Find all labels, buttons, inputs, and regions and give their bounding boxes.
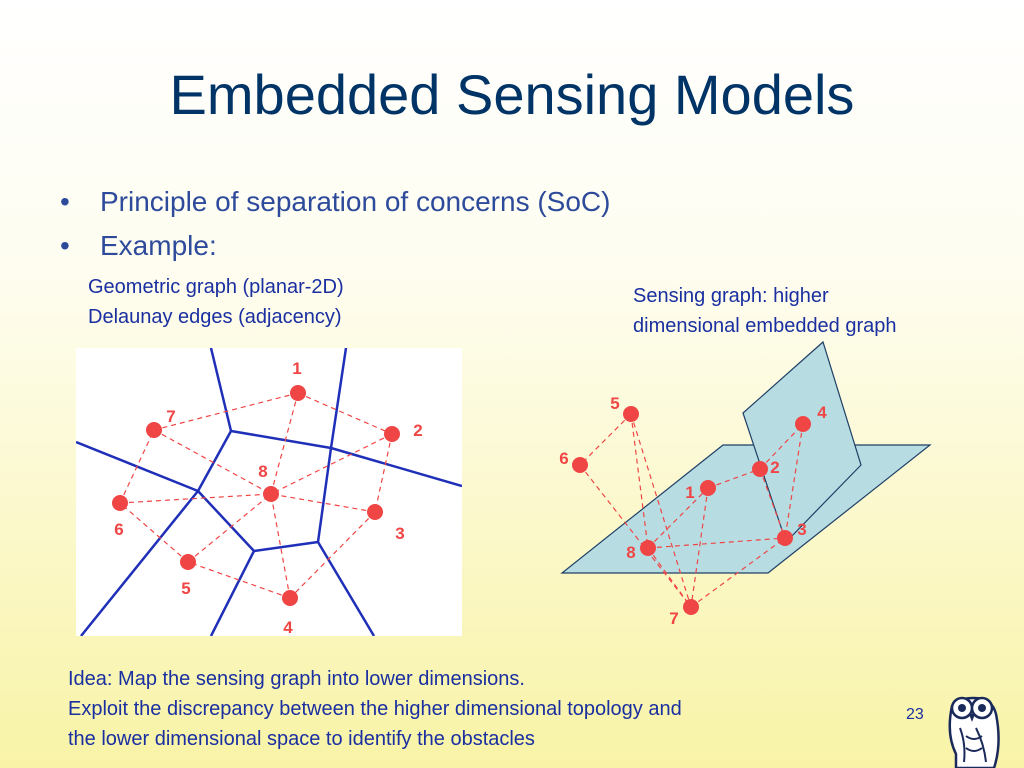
node-label: 2: [413, 421, 422, 440]
voronoi-edge: [253, 540, 319, 553]
voronoi-edge: [316, 541, 376, 636]
delaunay-edges: [119, 392, 393, 599]
caption-line: Geometric graph (planar-2D): [88, 276, 344, 298]
geometric-nodes: [112, 385, 400, 606]
node-label: 5: [181, 579, 190, 598]
delaunay-edge: [270, 433, 393, 495]
page-number: 23: [906, 706, 924, 723]
node-label: 7: [669, 609, 678, 628]
owl-feathers: [959, 727, 987, 763]
owl-pupil-right: [978, 704, 986, 712]
voronoi-edge: [230, 429, 332, 450]
owl-pupil-left: [958, 704, 966, 712]
voronoi-edge: [209, 550, 256, 636]
sensing-graph-diagram: 1 2 3 4 5 6 7 8: [559, 340, 932, 628]
delaunay-edge: [187, 561, 291, 599]
node-label: 5: [610, 394, 619, 413]
graph-node: [683, 599, 699, 615]
sensing-edge: [630, 413, 649, 549]
slide-title: Embedded Sensing Models: [169, 63, 855, 126]
sensing-graph-caption: Sensing graph: higher dimensional embedd…: [633, 281, 897, 341]
voronoi-edge: [197, 490, 255, 552]
delaunay-edge: [153, 392, 299, 431]
delaunay-edge: [297, 392, 393, 435]
geometric-graph-diagram: 1 2 3 4 5 6 7 8: [76, 348, 462, 636]
idea-line: Idea: Map the sensing graph into lower d…: [68, 668, 525, 690]
graph-node: [795, 416, 811, 432]
sensing-edges: [579, 413, 804, 608]
node-label: 4: [283, 618, 293, 636]
graph-node: [777, 530, 793, 546]
sensing-edge: [690, 487, 709, 608]
sensing-edge: [759, 423, 804, 470]
voronoi-edge: [80, 490, 199, 636]
idea-line: the lower dimensional space to identify …: [68, 728, 535, 750]
graph-node: [112, 495, 128, 511]
delaunay-edge: [119, 493, 272, 504]
graph-node: [700, 480, 716, 496]
graph-node: [640, 540, 656, 556]
sensing-edge: [579, 413, 632, 466]
sensing-edge: [579, 464, 692, 608]
sensing-edge: [759, 468, 786, 539]
sensing-node-labels: 1 2 3 4 5 6 7 8: [559, 394, 827, 628]
idea-line: Exploit the discrepancy between the high…: [68, 698, 682, 720]
node-label: 7: [166, 407, 175, 426]
graph-node: [623, 406, 639, 422]
node-label: 6: [114, 520, 123, 539]
graph-node: [752, 461, 768, 477]
graph-node: [146, 422, 162, 438]
node-label: 8: [258, 462, 267, 481]
node-label: 1: [685, 483, 694, 502]
sensing-edge: [707, 468, 761, 489]
node-label: 6: [559, 449, 568, 468]
node-label: 4: [817, 403, 827, 422]
graph-node: [367, 504, 383, 520]
horizontal-plane: [560, 444, 932, 574]
node-label: 1: [292, 359, 301, 378]
voronoi-edge: [329, 348, 348, 449]
sensing-edge: [647, 537, 786, 549]
voronoi-edge: [316, 447, 333, 543]
sensing-edge: [784, 423, 804, 539]
bullet-text: Principle of separation of concerns (SoC…: [100, 186, 611, 217]
voronoi-edge: [330, 446, 462, 488]
bullet-marker: •: [60, 230, 70, 261]
delaunay-edge: [374, 433, 393, 513]
graph-node: [180, 554, 196, 570]
owl-logo-icon: [948, 696, 1000, 768]
geometric-graph-caption: Geometric graph (planar-2D) Delaunay edg…: [88, 272, 344, 332]
caption-line: Sensing graph: higher: [633, 285, 829, 307]
graph-node: [263, 486, 279, 502]
sensing-edge: [647, 547, 692, 608]
sensing-edge: [630, 413, 692, 608]
graph-node: [282, 590, 298, 606]
graph-node: [572, 457, 588, 473]
voronoi-edge: [196, 430, 233, 492]
geometric-node-labels: 1 2 3 4 5 6 7 8: [114, 359, 422, 636]
graph-node: [290, 385, 306, 401]
bullet-marker: •: [60, 186, 70, 217]
caption-line: dimensional embedded graph: [633, 315, 897, 337]
caption-line: Delaunay edges (adjacency): [88, 306, 342, 328]
delaunay-edge: [119, 502, 189, 563]
voronoi-edge: [209, 348, 233, 432]
idea-text: Idea: Map the sensing graph into lower d…: [68, 664, 682, 754]
sensing-nodes: [572, 406, 811, 615]
bullet-text: Example:: [100, 230, 217, 261]
vertical-plane: [742, 340, 862, 544]
graph-node: [384, 426, 400, 442]
delaunay-edge: [119, 429, 155, 504]
node-label: 8: [626, 543, 635, 562]
node-label: 3: [797, 520, 806, 539]
delaunay-edge: [153, 429, 272, 495]
sensing-edge: [690, 537, 786, 608]
node-label: 2: [770, 458, 779, 477]
node-label: 3: [395, 524, 404, 543]
owl-beak: [969, 714, 975, 722]
delaunay-edge: [289, 511, 376, 599]
